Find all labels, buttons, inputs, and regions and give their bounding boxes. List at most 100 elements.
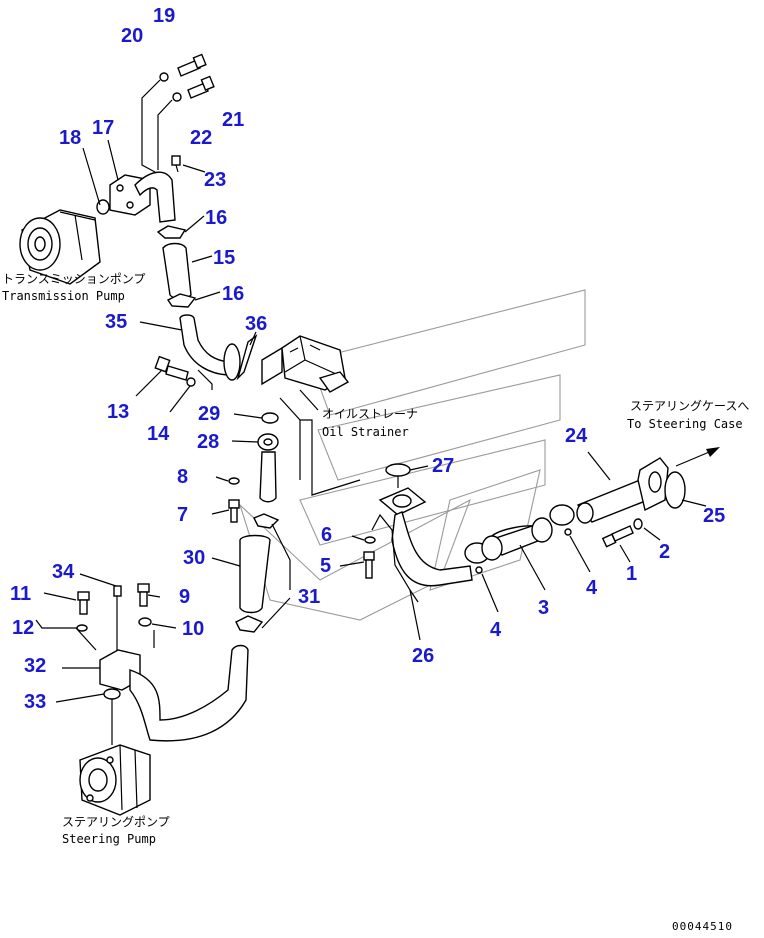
part-number-11: 11 [10,583,31,605]
leader-2 [643,527,661,541]
leader-26 [409,589,421,641]
part-number-14: 14 [147,423,170,445]
leader-34 [79,573,118,650]
part-number-4-lower: 4 [490,619,502,641]
leader-7 [211,509,230,515]
leader-3 [519,544,546,591]
clamp-31-upper [253,513,280,529]
part-number-25: 25 [703,505,725,527]
bolt-9 [137,583,150,607]
bolt-7 [228,499,240,523]
part-number-33: 33 [24,691,46,713]
strainer-connect-lines [279,397,361,496]
tube-28 [259,451,277,503]
steering-pump [79,744,151,816]
part-number-35: 35 [105,311,127,333]
transmission-pump [19,209,101,285]
pipe-26-outline [371,513,419,603]
flange-35 [223,343,241,381]
part-number-15: 15 [213,247,235,269]
part-number-8: 8 [177,466,188,488]
leader-24 [587,451,611,481]
leader-33 [55,693,105,703]
steering-pump-label-en: Steering Pump [62,832,156,846]
part-number-2: 2 [659,541,670,563]
oil-strainer [261,335,350,393]
leader-5 [339,561,365,567]
clamp-4b [549,504,575,526]
part-number-1: 1 [626,563,637,585]
part-number-5: 5 [320,555,331,577]
part-number-30: 30 [183,547,205,569]
hose-15 [162,242,192,300]
washer-14 [186,377,196,387]
o-ring-33 [103,688,121,700]
part-number-6: 6 [321,524,332,546]
bolt-13 [154,355,189,381]
leader-13 [135,369,163,397]
part-number-29: 29 [198,403,220,425]
leader-4a [481,573,499,613]
part-number-21: 21 [222,109,244,131]
washer-22 [172,92,182,102]
part-number-23: 23 [204,169,226,191]
part-number-31: 31 [298,586,320,608]
part-number-4-upper: 4 [586,577,598,599]
part-number-20: 20 [121,25,143,47]
part-number-9: 9 [179,586,190,608]
leader-25 [681,499,707,507]
pipe-26 [391,511,473,587]
clamp-31-lower [235,615,264,633]
leader-23 [182,164,206,173]
leader-16b [194,291,221,301]
leader-30 [211,557,241,567]
part-number-24: 24 [565,425,588,447]
washer-12 [76,624,88,632]
part-number-3: 3 [538,597,549,619]
gasket-36 [236,334,258,381]
part-number-7: 7 [177,504,188,526]
steering-case-arrow-line [675,449,715,467]
leader-28 [231,440,259,443]
clamp-16-upper [156,225,187,239]
o-ring-8 [228,477,240,485]
leader-14b [197,369,213,390]
part-number-26: 26 [412,645,434,667]
leader-9 [147,594,161,598]
leader-35 [139,321,183,331]
leader-10 [151,623,177,629]
part-number-labels: 19 20 21 22 23 18 17 16 15 16 35 36 13 1… [10,5,725,713]
leader-11 [43,592,77,601]
leader-4b [569,535,591,573]
leader-22 [157,99,173,170]
leader-17 [107,139,119,181]
part-number-16-upper: 16 [205,207,227,229]
steering-pump-label-jp: ステアリングポンプ [62,815,170,829]
part-number-27: 27 [432,455,454,477]
bolt-23 [171,155,181,173]
bolt-1 [601,525,634,548]
pipe-32 [129,644,249,742]
o-ring-29 [261,412,279,424]
part-number-16-lower: 16 [222,283,244,305]
steering-case-arrow-head [706,447,720,457]
steering-case-label-jp: ステアリングケースへ [630,399,749,413]
washer-20 [159,72,169,82]
watermark-logo [238,289,586,621]
leader-8 [215,476,229,482]
part-number-34: 34 [52,561,75,583]
washer-6 [364,536,376,544]
oil-strainer-leader [299,389,319,411]
plug-34 [113,585,122,597]
leader-1 [619,544,631,563]
leader-20 [141,79,161,173]
leader-6 [351,535,365,541]
bolt-19 [177,53,207,77]
steering-case-label-en: To Steering Case [627,417,743,431]
oil-strainer-label-jp: オイルストレーナ [322,407,418,421]
gasket-25 [664,471,686,509]
gasket-27 [385,463,411,477]
leader-27 [409,465,429,471]
leader-18 [82,147,101,206]
